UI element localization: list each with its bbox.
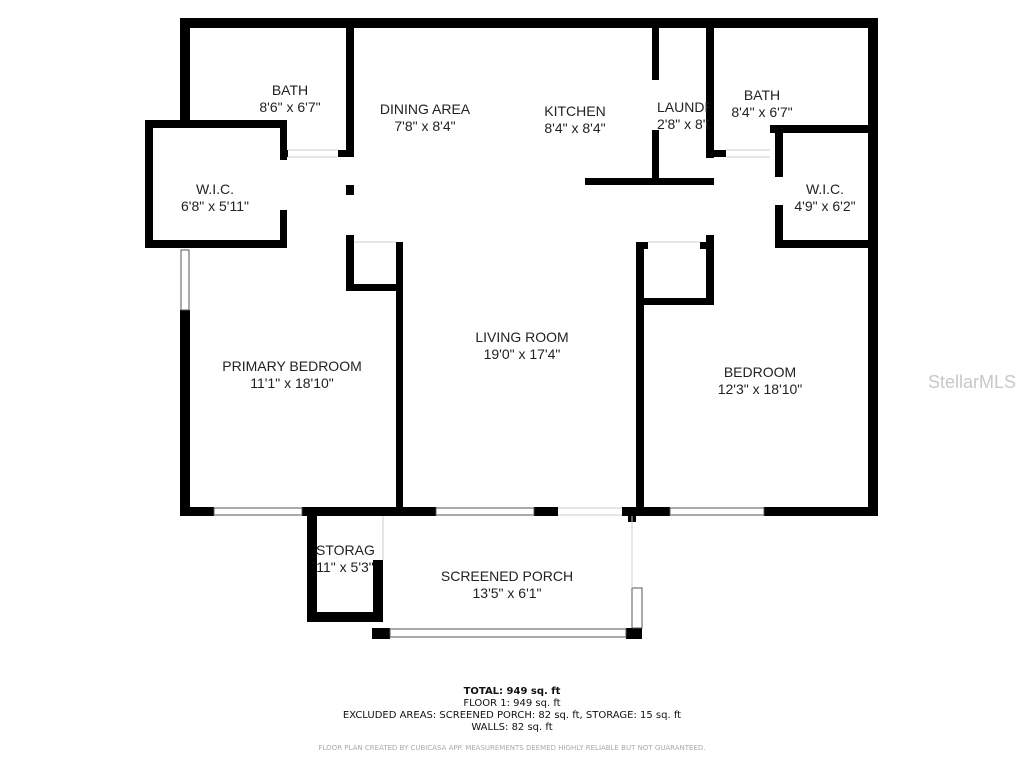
summary-excluded: EXCLUDED AREAS: SCREENED PORCH: 82 sq. f… [342, 710, 682, 721]
summary-walls: WALLS: 82 sq. ft [471, 722, 553, 733]
room-name: DINING AREA [379, 101, 471, 117]
room-dims: 6'8" x 5'11" [181, 198, 249, 214]
watermark: StellarMLS [928, 372, 1017, 392]
room-name: KITCHEN [544, 103, 606, 119]
room-dims: 4'9" x 6'2" [794, 198, 856, 214]
room-name: PRIMARY BEDROOM [222, 358, 362, 374]
room-storage: STORAGE11" x 5'3" [316, 542, 374, 576]
room-dims: 12'3" x 18'10" [717, 381, 803, 397]
room-dims: 2'8" x 8'0" [657, 116, 709, 132]
openings [288, 149, 770, 588]
windows [180, 249, 765, 638]
room-name: W.I.C. [195, 181, 235, 197]
summary-floor: FLOOR 1: 949 sq. ft [463, 698, 561, 709]
room-name: BATH [271, 82, 309, 98]
room-dims: 11" x 5'3" [316, 559, 374, 575]
disclaimer: FLOOR PLAN CREATED BY CUBICASA APP. MEAS… [318, 744, 706, 752]
room-dims: 8'4" x 8'4" [544, 120, 606, 136]
room-name: BATH [743, 87, 781, 103]
room-name: LAUNDRY [657, 99, 709, 115]
room-name: STORAGE [316, 542, 374, 558]
room-dims: 13'5" x 6'1" [472, 585, 542, 601]
room-wic-1: W.I.C.6'8" x 5'11" [181, 181, 249, 215]
room-name: W.I.C. [805, 181, 845, 197]
room-dims: 11'1" x 18'10" [250, 375, 334, 391]
room-laundry: LAUNDRY2'8" x 8'0" [657, 99, 709, 133]
room-name: SCREENED PORCH [440, 568, 574, 584]
room-wic-2: W.I.C.4'9" x 6'2" [794, 181, 855, 215]
room-dims: 7'8" x 8'4" [394, 118, 456, 134]
room-dims: 19'0" x 17'4" [483, 346, 561, 362]
room-dims: 8'4" x 6'7" [731, 104, 793, 120]
room-name: BEDROOM [723, 364, 797, 380]
room-name: LIVING ROOM [475, 329, 569, 345]
walls [145, 18, 878, 639]
room-dims: 8'6" x 6'7" [259, 99, 321, 115]
summary-total: TOTAL: 949 sq. ft [463, 686, 561, 697]
